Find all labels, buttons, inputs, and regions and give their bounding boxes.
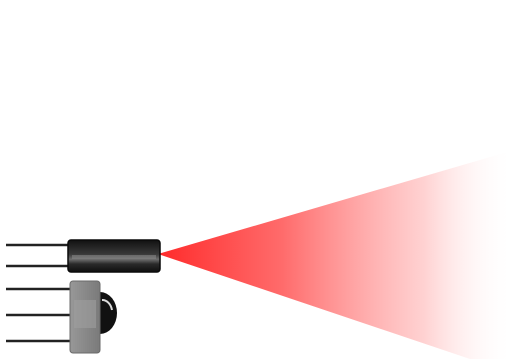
receiver-leads [6,287,72,343]
emitter-leads [6,243,70,268]
ir-receiver-icon [69,280,117,354]
infrared-beam-icon [158,150,514,359]
ir-led-emitter-icon [67,239,161,273]
